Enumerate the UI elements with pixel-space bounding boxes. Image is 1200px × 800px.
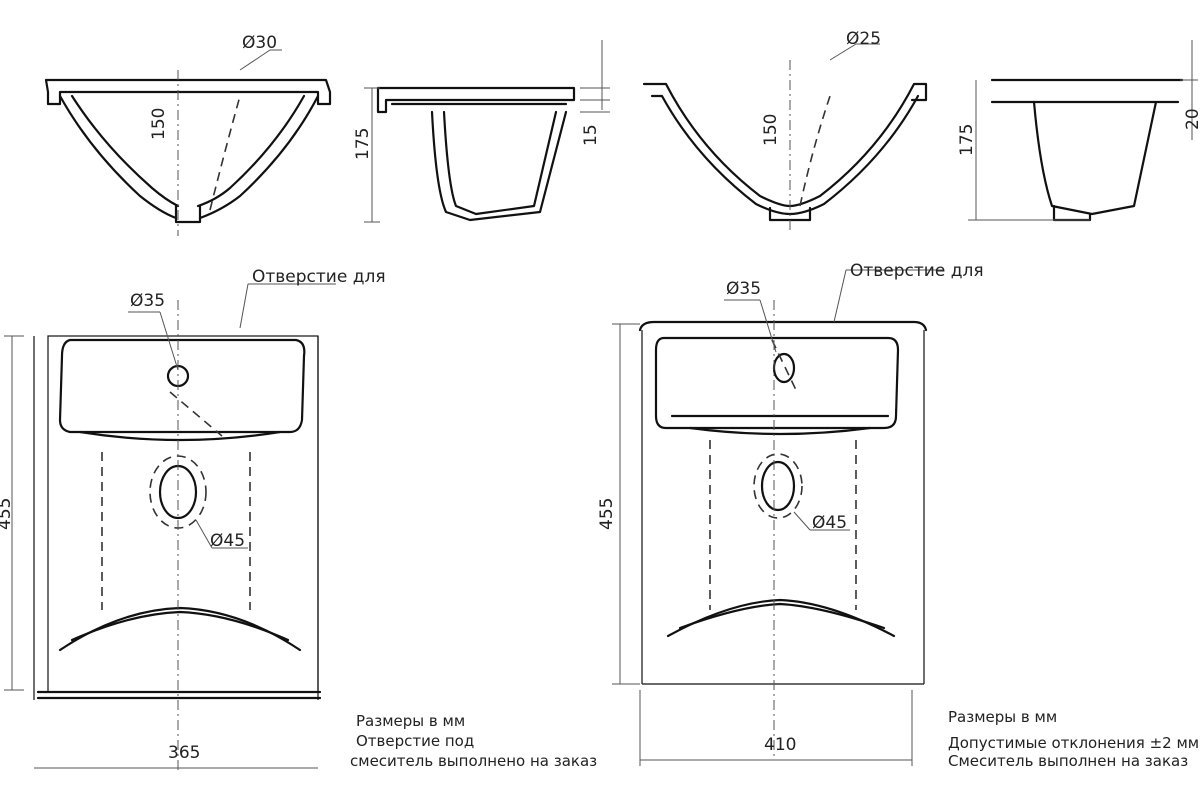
- note-left-line-3: смеситель выполнено на заказ: [350, 752, 597, 770]
- dim-plan-left-drain: Ø45: [210, 531, 245, 551]
- dim-top-left-diameter: Ø30: [242, 33, 277, 53]
- dim-plan-right-tap: Ø35: [726, 279, 761, 299]
- front-section-view-right: [642, 43, 928, 230]
- dim-side-right-top: 20: [1183, 108, 1200, 130]
- dim-plan-right-drain: Ø45: [812, 513, 847, 533]
- note-right-line-1: Размеры в мм: [948, 708, 1057, 726]
- plan-view-right: [612, 269, 944, 766]
- dim-plan-right-width: 410: [764, 735, 796, 755]
- note-right-line-2: Допустимые отклонения ±2 мм: [948, 734, 1199, 752]
- side-section-view-left: [364, 40, 610, 223]
- dim-plan-left-width: 365: [168, 743, 200, 763]
- notes-left: Размеры в мм Отверстие под смеситель вып…: [350, 712, 597, 770]
- dim-side-right-height: 175: [957, 124, 977, 156]
- dim-plan-right-height: 455: [597, 498, 617, 530]
- side-section-view-right: [968, 40, 1198, 222]
- label-plan-left-overflow: Отверстие для: [252, 267, 386, 287]
- note-left-line-2: Отверстие под: [356, 732, 474, 750]
- dim-side-left-small: 15: [581, 124, 601, 146]
- dim-side-left-height: 175: [353, 128, 373, 160]
- dim-top-right-diameter: Ø25: [846, 29, 881, 49]
- front-section-view-left: [44, 49, 332, 236]
- dim-top-right-depth: 150: [761, 114, 781, 146]
- plan-view-left: [4, 283, 336, 770]
- dim-plan-left-height: 455: [0, 498, 15, 530]
- label-plan-right-overflow: Отверстие для: [850, 261, 984, 281]
- notes-right: Размеры в мм Допустимые отклонения ±2 мм…: [948, 708, 1199, 770]
- dim-top-left-depth: 150: [149, 108, 169, 140]
- dim-plan-left-tap: Ø35: [130, 291, 165, 311]
- note-right-line-3: Смеситель выполнен на заказ: [948, 752, 1188, 770]
- note-left-line-1: Размеры в мм: [356, 712, 465, 730]
